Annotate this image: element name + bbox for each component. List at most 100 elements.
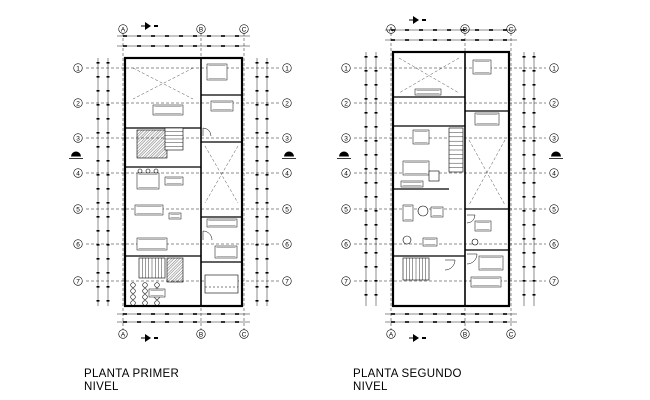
dimension-tick	[374, 70, 378, 72]
dimension-tick	[419, 321, 423, 323]
dimension-tick	[106, 76, 110, 78]
dimension-tick	[532, 266, 536, 268]
row-label-left: 4	[344, 171, 348, 178]
row-label-right: 4	[285, 171, 289, 178]
column-label-top: C	[242, 27, 247, 34]
dimension-tick	[123, 321, 127, 323]
row-label-right: 1	[285, 66, 289, 73]
column-label-bottom-bubble	[239, 329, 249, 339]
dimension-tick	[391, 39, 395, 41]
first-floor-title-line2: NIVEL	[84, 381, 119, 393]
dimension-tick	[193, 313, 197, 315]
dimension-tick	[255, 104, 259, 106]
dimension-tick	[179, 45, 183, 47]
dimension-tick	[374, 168, 378, 170]
dimension-tick	[522, 56, 526, 58]
section-arrow-mark	[154, 337, 158, 339]
dimension-tick	[165, 35, 169, 37]
dimension-tick	[532, 238, 536, 240]
section-marker	[71, 151, 81, 157]
row-label-right-bubble	[282, 98, 292, 108]
dimension-tick	[364, 280, 368, 282]
row-label-left: 7	[76, 279, 80, 286]
toilet	[471, 238, 479, 246]
row-label-left-bubble	[73, 276, 83, 286]
dimension-tick	[503, 321, 507, 323]
dimension-tick	[419, 39, 423, 41]
armchair	[402, 204, 414, 222]
column-label-top-bubble	[460, 24, 470, 34]
section-marker	[551, 151, 561, 157]
row-label-right-bubble	[282, 133, 292, 143]
dimension-tick	[137, 45, 141, 47]
row-label-right: 2	[552, 101, 556, 108]
column-label-bottom: A	[121, 332, 126, 339]
garden-plant	[130, 282, 136, 288]
dimension-tick	[522, 182, 526, 184]
dimension-tick	[235, 45, 239, 47]
dimension-tick	[374, 252, 378, 254]
dimension-tick	[489, 313, 493, 315]
dimension-tick	[374, 154, 378, 156]
row-label-right-bubble	[549, 168, 559, 178]
garden-plant	[130, 300, 136, 306]
garden-plant	[142, 294, 148, 300]
row-label-right: 7	[552, 279, 556, 286]
row-label-right: 5	[552, 207, 556, 214]
row-label-right: 3	[552, 136, 556, 143]
section-arrow-mark	[422, 19, 426, 21]
row-label-right: 4	[552, 171, 556, 178]
dimension-tick	[374, 196, 378, 198]
garden-plant	[130, 294, 136, 300]
dimension-tick	[96, 118, 100, 120]
dimension-tick	[522, 154, 526, 156]
dimension-tick	[255, 146, 259, 148]
dimension-tick	[193, 45, 197, 47]
dimension-tick	[522, 210, 526, 212]
dimension-tick	[374, 126, 378, 128]
dimension-tick	[96, 174, 100, 176]
dimension-tick	[364, 182, 368, 184]
row-label-right-bubble	[282, 276, 292, 286]
dimension-tick	[179, 313, 183, 315]
dimension-tick	[532, 98, 536, 100]
door-swing	[202, 230, 213, 241]
row-label-right-bubble	[282, 63, 292, 73]
dimension-tick	[106, 90, 110, 92]
kitchen-island	[214, 245, 238, 259]
section-arrow-mark	[154, 25, 158, 27]
plant	[402, 235, 412, 245]
dimension-tick	[364, 238, 368, 240]
garden-plant	[142, 282, 148, 288]
dimension-tick	[475, 321, 479, 323]
dimension-tick	[522, 238, 526, 240]
dimension-tick	[255, 174, 259, 176]
dimension-tick	[419, 29, 423, 31]
dimension-tick	[522, 112, 526, 114]
first-floor-plan-title: PLANTA PRIMER NIVEL	[84, 368, 179, 394]
dimension-tick	[503, 313, 507, 315]
garden-plant	[142, 288, 148, 294]
dimension-tick	[106, 202, 110, 204]
dimension-tick	[265, 104, 269, 106]
dimension-tick	[255, 300, 259, 302]
dimension-tick	[405, 313, 409, 315]
dimension-tick	[522, 70, 526, 72]
hatched-landing	[136, 129, 168, 159]
column-label-top-bubble	[239, 24, 249, 34]
row-label-right: 1	[552, 66, 556, 73]
planter	[148, 288, 166, 298]
nightstand	[428, 170, 440, 182]
dimension-tick	[364, 140, 368, 142]
dimension-tick	[461, 29, 465, 31]
round-table	[417, 205, 429, 217]
dimension-tick	[207, 313, 211, 315]
dimension-tick	[461, 313, 465, 315]
dimension-tick	[364, 112, 368, 114]
column-label-bottom: B	[463, 332, 467, 339]
dimension-tick	[364, 168, 368, 170]
dimension-tick	[179, 321, 183, 323]
dimension-tick	[106, 146, 110, 148]
dimension-tick	[374, 224, 378, 226]
dimension-tick	[96, 160, 100, 162]
